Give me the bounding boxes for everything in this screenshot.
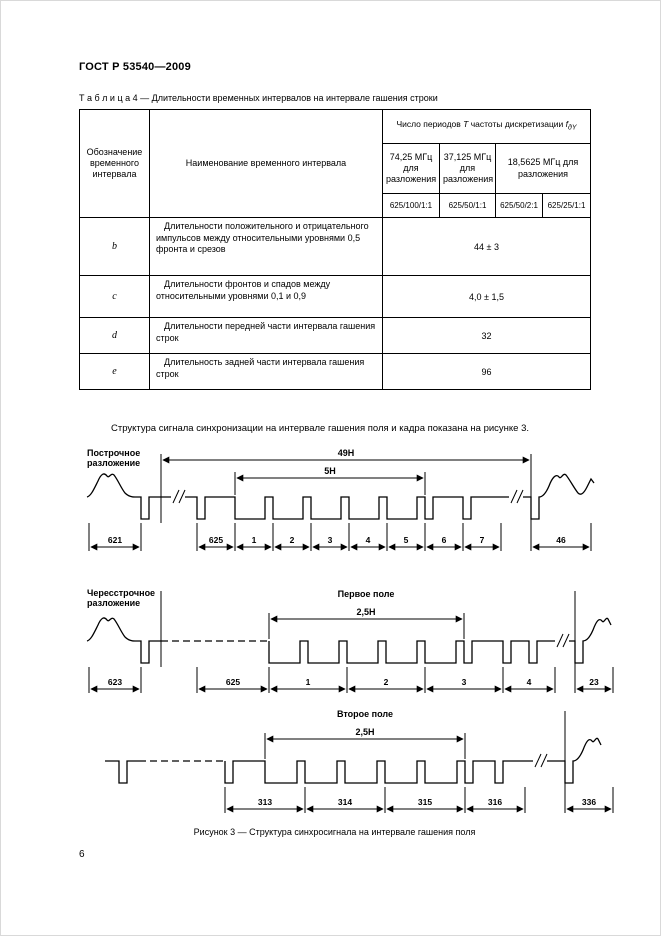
break-mark	[510, 489, 524, 504]
interval-label: 313	[258, 797, 272, 807]
progressive-label-line2: разложение	[87, 458, 140, 468]
span-49h-label: 49Н	[338, 448, 355, 458]
th-freq-18: 18,5625 МГц для разложения	[494, 143, 592, 194]
field1-title: Первое поле	[338, 589, 395, 599]
interval-label: 1	[252, 535, 257, 545]
interval-label: 315	[418, 797, 432, 807]
interval-label: 336	[582, 797, 596, 807]
interval-label: 314	[338, 797, 352, 807]
group-prefix: Число периодов	[396, 119, 464, 130]
d3-span-arrow: 2,5Н	[264, 727, 466, 759]
group-symbol-t: T	[463, 119, 469, 130]
interval-label: 623	[108, 677, 122, 687]
page-number: 6	[79, 849, 85, 860]
row-value: 44 ± 3	[381, 217, 592, 276]
interval-label: 621	[108, 535, 122, 545]
d2-dim-ticks	[88, 667, 614, 693]
row-symbol: d	[79, 317, 150, 354]
body-paragraph: Структура сигнала синхронизации на интер…	[111, 423, 530, 434]
interval-label: 1	[306, 677, 311, 687]
interlaced-label-line1: Чересстрочное	[87, 588, 155, 598]
row-symbol: e	[79, 353, 150, 390]
group-subscript: дY	[568, 124, 577, 132]
interval-label: 6	[442, 535, 447, 545]
d3-signal	[105, 711, 602, 787]
interval-label: 2	[290, 535, 295, 545]
row-value: 96	[381, 353, 592, 390]
row-name: Длительности передней части интервала га…	[149, 317, 383, 354]
table-row: d Длительности передней части интервала …	[79, 317, 592, 354]
row-value: 4,0 ± 1,5	[381, 275, 592, 318]
d1-interval-labels: 621 625 1 2 3 4 5 6 7 46	[108, 535, 566, 545]
th-designation: Обозначение временного интервала	[79, 109, 150, 218]
interlaced-label-line2: разложение	[87, 598, 140, 608]
d2-signal	[86, 591, 612, 667]
row-name: Длительность задней части интервала гаше…	[149, 353, 383, 390]
interval-label: 5	[404, 535, 409, 545]
d1-span-arrows: 49Н 5Н	[160, 448, 532, 523]
interval-label: 23	[589, 677, 599, 687]
figure-caption: Рисунок 3 — Структура синхросигнала на и…	[193, 827, 476, 837]
table-caption: Т а б л и ц а 4 — Длительности временных…	[79, 93, 438, 103]
waveform-field1-svg: Чересстрочное разложение Первое поле 2,5…	[86, 588, 614, 693]
field2-title: Второе поле	[337, 709, 393, 719]
d2-span-arrow: 2,5Н	[268, 607, 465, 639]
th-name: Наименование временного интервала	[149, 109, 383, 218]
d2-interval-labels: 623 625 1 2 3 4 23	[108, 677, 599, 687]
th-periods-group: Число периодов T частоты дискретизации f…	[381, 109, 592, 144]
th-mode-1: 625/100/1:1	[382, 193, 440, 218]
d1-signal	[86, 473, 595, 520]
th-mode-4: 625/25/1:1	[541, 193, 592, 218]
interval-label: 3	[462, 677, 467, 687]
group-mid: частоты дискретизации	[468, 119, 566, 130]
d1-dim-ticks	[88, 523, 592, 551]
break-mark	[172, 489, 186, 504]
interval-label: 625	[226, 677, 240, 687]
interval-label: 316	[488, 797, 502, 807]
row-name: Длительности фронтов и спадов между отно…	[149, 275, 383, 318]
progressive-label-line1: Построчное	[87, 448, 140, 458]
interval-label: 4	[527, 677, 532, 687]
interval-label: 4	[366, 535, 371, 545]
th-mode-2: 625/50/1:1	[439, 193, 496, 218]
doc-header-title: ГОСТ Р 53540—2009	[79, 61, 191, 73]
span-25h-label: 2,5Н	[355, 727, 374, 737]
interval-label: 2	[384, 677, 389, 687]
span-5h-label: 5Н	[324, 466, 336, 476]
row-value: 32	[381, 317, 592, 354]
group-symbol-f: f	[565, 119, 569, 130]
table-row: e Длительность задней части интервала га…	[79, 353, 592, 390]
interval-label: 3	[328, 535, 333, 545]
th-freq-74: 74,25 МГц для разложения	[382, 143, 440, 194]
row-symbol: c	[79, 275, 150, 318]
table-row: c Длительности фронтов и спадов между от…	[79, 275, 592, 318]
table-row: b Длительности положительного и отрицате…	[79, 217, 592, 276]
row-name: Длительности положительного и отрицатель…	[149, 217, 383, 276]
interval-label: 7	[480, 535, 485, 545]
break-mark	[534, 753, 548, 768]
interval-label: 625	[209, 535, 223, 545]
break-mark	[556, 633, 570, 648]
th-freq-37: 37,125 МГц для разложения	[439, 143, 496, 194]
waveform-progressive-svg: Построчное разложение 49Н 5Н	[86, 448, 595, 551]
th-mode-3: 625/50/2:1	[495, 193, 543, 218]
d3-interval-labels: 313 314 315 316 336	[258, 797, 596, 807]
row-symbol: b	[79, 217, 150, 276]
interval-label: 46	[556, 535, 566, 545]
d3-dim-ticks	[224, 787, 614, 813]
waveform-field2-svg: Второе поле 2,5Н	[105, 709, 614, 813]
table-4: Обозначение временного интервала Наимено…	[79, 109, 592, 390]
span-25h-label: 2,5Н	[356, 607, 375, 617]
